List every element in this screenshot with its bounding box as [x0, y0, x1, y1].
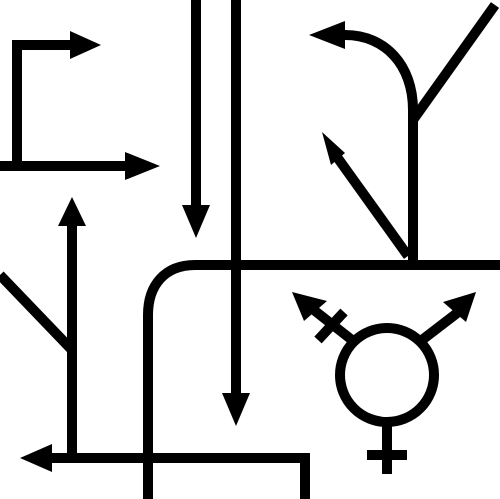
symbol-left-crossbar	[314, 308, 348, 344]
curved-left-arrowhead-icon	[309, 21, 345, 49]
down-arrowhead-icon-1	[182, 205, 210, 238]
curved-left-arrow-icon	[344, 30, 418, 262]
diagonal-line	[408, 2, 500, 123]
right-arrowhead-icon	[125, 152, 160, 180]
symbol-left-arrowhead-icon	[292, 292, 327, 321]
up-left-arrow-icon	[332, 154, 413, 259]
transgender-symbol-icon	[306, 303, 469, 474]
symbol-right-arrowhead-icon	[443, 292, 476, 322]
left-arrowhead-icon	[20, 444, 52, 472]
elbow-arrow-icon	[12, 40, 70, 165]
arrowhead-layer	[20, 21, 476, 472]
up-left-arrowhead-icon	[322, 132, 345, 165]
up-arrowhead-icon	[58, 197, 86, 226]
down-arrowhead-icon-2	[222, 393, 250, 426]
left-diagonal-line	[0, 271, 76, 354]
elbow-arrowhead-icon	[70, 31, 101, 59]
left-arrow-icon	[52, 453, 310, 499]
rounded-corner-line	[143, 260, 500, 499]
